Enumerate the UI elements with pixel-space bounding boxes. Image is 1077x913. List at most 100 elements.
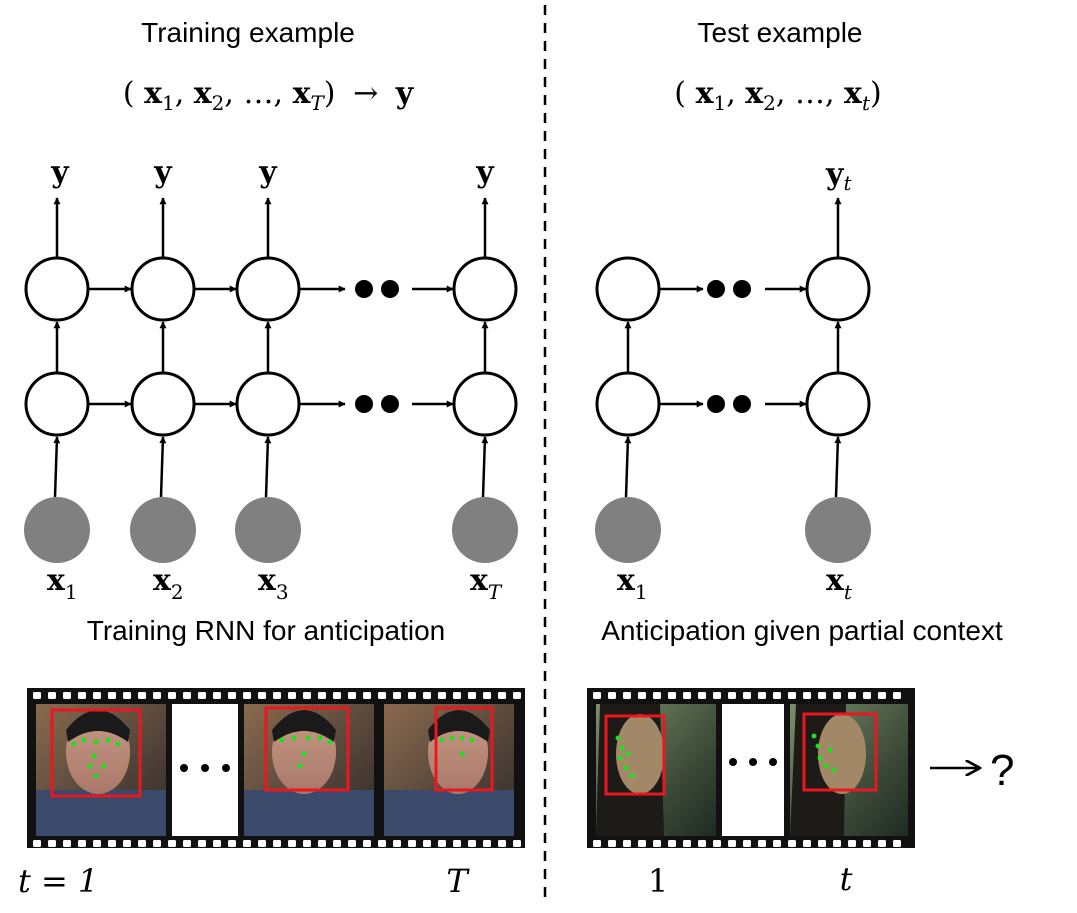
input-label-3: x3 [258, 563, 289, 604]
sprocket-hole [318, 692, 326, 699]
output-label-3: y [258, 155, 278, 190]
test-node-top-t [805, 256, 871, 322]
sprocket-hole [833, 692, 841, 699]
sprocket-hole [513, 840, 521, 847]
sprocket-hole [698, 692, 706, 699]
sprocket-hole [483, 840, 491, 847]
training-film-strip [27, 688, 525, 848]
sprocket-hole [593, 840, 601, 847]
sprocket-hole [318, 840, 326, 847]
training-formula: ( x1, x2, …, xT) → y [123, 76, 415, 115]
training-network [24, 256, 518, 437]
sprocket-hole [48, 840, 56, 847]
test-input-node-1 [595, 497, 661, 563]
formula-ellipsis: … [243, 76, 273, 111]
rnn-node-top-1 [24, 256, 90, 322]
sprocket-hole [423, 692, 431, 699]
sprocket-hole [803, 692, 811, 699]
sprocket-hole [363, 840, 371, 847]
sprocket-hole [848, 840, 856, 847]
rnn-node-top-3 [235, 256, 301, 322]
sprocket-hole [228, 840, 236, 847]
sprocket-hole [438, 692, 446, 699]
test-timeline-start-label: 1 [648, 862, 668, 900]
test-output-label: yt [825, 157, 852, 195]
input-label-T: xT [470, 563, 503, 604]
sprocket-hole [378, 840, 386, 847]
video-frame-T [384, 704, 514, 836]
test-video-frame-1 [596, 704, 716, 836]
input-node-T [452, 497, 518, 563]
formula-sub-T: T [310, 91, 325, 115]
sprocket-hole [453, 840, 461, 847]
test-video-frame-t [790, 704, 908, 836]
sprocket-hole [63, 692, 71, 699]
formula-sub-1: 1 [162, 91, 175, 115]
sprocket-hole [228, 692, 236, 699]
sprocket-hole [153, 840, 161, 847]
test-node-bottom-t [805, 371, 871, 437]
input-node-3 [235, 497, 301, 563]
input-label-1: x1 [47, 563, 78, 604]
formula-sub-2: 2 [212, 91, 225, 115]
sprocket-hole [48, 692, 56, 699]
test-input-label-t: xt [826, 563, 853, 604]
sprocket-hole [198, 840, 206, 847]
formula-result-y: y [395, 76, 415, 111]
timeline-end-label: T [446, 862, 470, 900]
sprocket-hole [303, 692, 311, 699]
test-network [595, 256, 871, 437]
sprocket-hole [438, 840, 446, 847]
sprocket-hole [288, 692, 296, 699]
formula-open-paren: ( [123, 76, 135, 111]
sprocket-hole [93, 840, 101, 847]
sprocket-hole [728, 692, 736, 699]
sprocket-hole [453, 692, 461, 699]
sprocket-hole [168, 840, 176, 847]
sprocket-hole [198, 692, 206, 699]
input-node-2 [130, 497, 196, 563]
sprocket-hole [773, 840, 781, 847]
training-edges [53, 197, 489, 498]
test-input-label-1: x1 [617, 563, 648, 604]
rnn-node-bottom-2 [130, 371, 196, 437]
sprocket-hole [348, 692, 356, 699]
sprocket-hole [878, 692, 886, 699]
sprocket-hole [513, 692, 521, 699]
sprocket-hole [378, 692, 386, 699]
test-timeline-end-label: t [840, 860, 853, 898]
formula-item-x2: x [194, 76, 213, 111]
output-label-T: y [475, 155, 495, 190]
sprocket-hole [728, 840, 736, 847]
sprocket-hole [818, 692, 826, 699]
input-label-2: x2 [153, 563, 184, 604]
sprocket-hole [758, 692, 766, 699]
formula-arrow: → [353, 76, 378, 111]
sprocket-hole [608, 692, 616, 699]
sprocket-hole [668, 840, 676, 847]
training-caption: Training RNN for anticipation [87, 615, 445, 646]
sprocket-hole [123, 840, 131, 847]
sprocket-hole [63, 840, 71, 847]
rnn-node-bottom-T [452, 371, 518, 437]
sprocket-hole [213, 692, 221, 699]
sprocket-hole [818, 840, 826, 847]
sprocket-hole [408, 692, 416, 699]
sprocket-hole [608, 840, 616, 847]
sprocket-hole [273, 840, 281, 847]
sprocket-hole [773, 692, 781, 699]
sprocket-hole [183, 692, 191, 699]
test-title: Test example [698, 17, 863, 48]
sprocket-hole [408, 840, 416, 847]
sprocket-hole [653, 692, 661, 699]
sprocket-hole [348, 840, 356, 847]
sprocket-hole [498, 692, 506, 699]
test-formula-open: ( [674, 76, 686, 111]
sprocket-hole [483, 692, 491, 699]
sprocket-hole [108, 692, 116, 699]
sprocket-hole [713, 692, 721, 699]
sprocket-hole [288, 840, 296, 847]
sprocket-hole [423, 840, 431, 847]
sprocket-hole [758, 840, 766, 847]
